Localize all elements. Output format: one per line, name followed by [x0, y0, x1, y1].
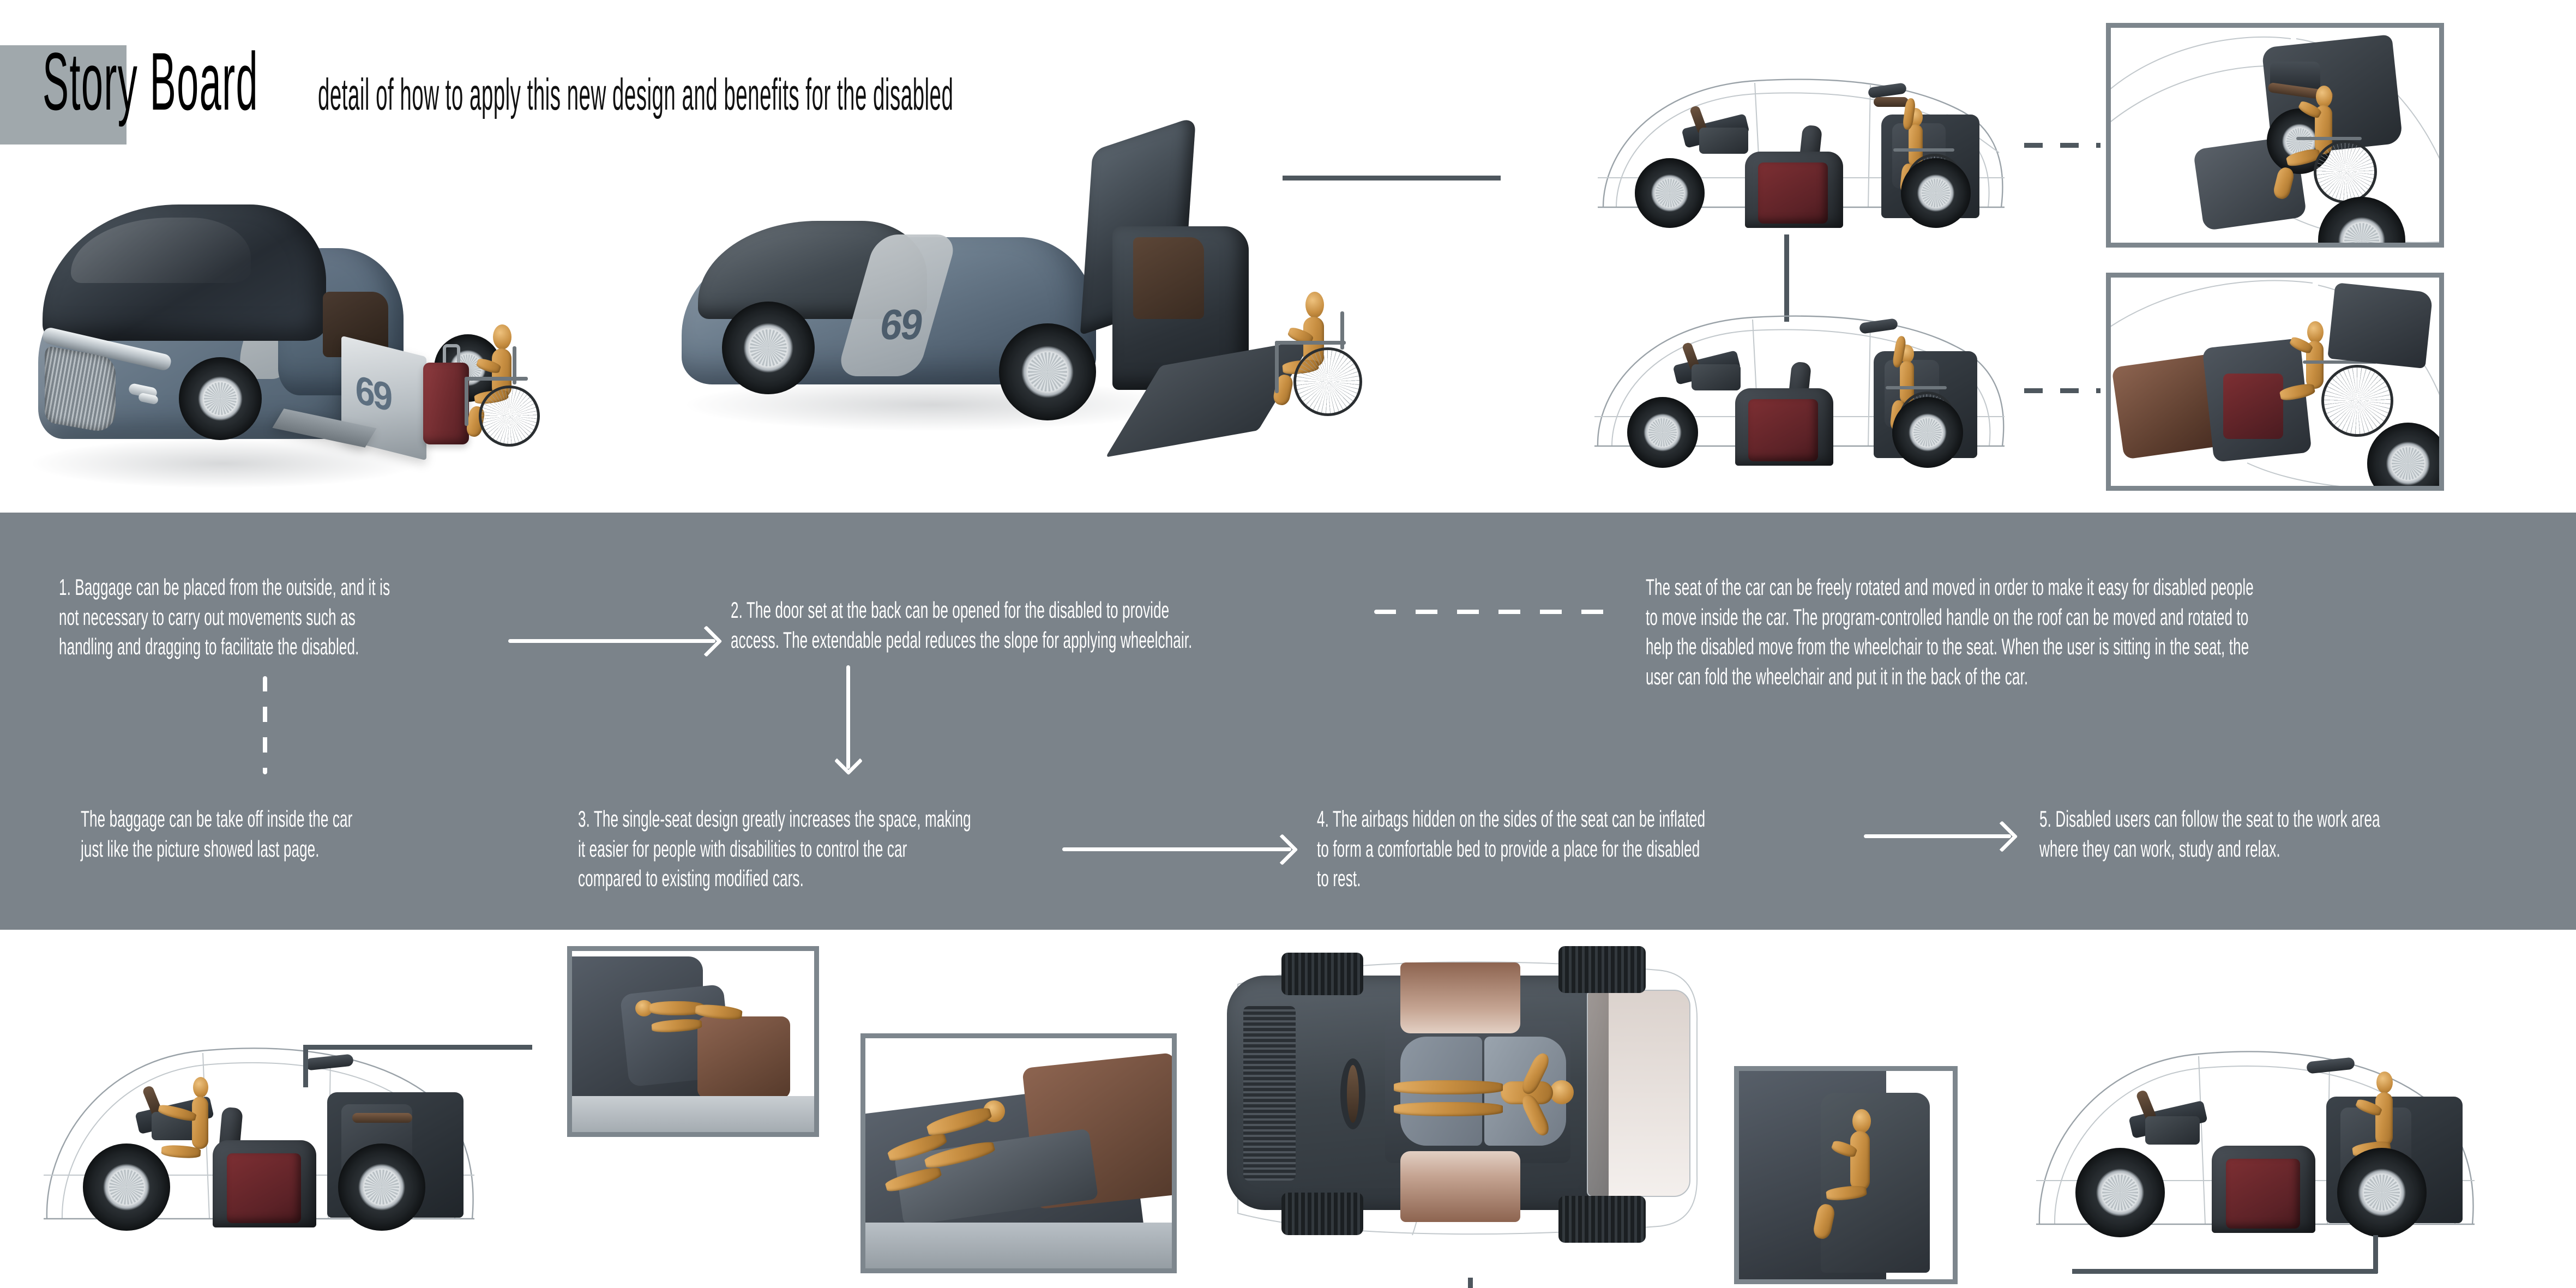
render-ghost-work-area [2018, 995, 2541, 1288]
dash-step2-to-seat [1374, 610, 1614, 614]
lead-dash-top-right-2 [2024, 388, 2100, 393]
explanation-panel: 1. Baggage can be placed from the outsid… [0, 513, 2576, 930]
step-4-text: 4. The airbags hidden on the sides of th… [1317, 806, 1706, 892]
detail-roof-handle-transfer [2106, 23, 2444, 248]
step-2-text: 2. The door set at the back can be opene… [731, 597, 1193, 653]
detail-wheelchair-folded-rear [2106, 273, 2444, 491]
page-title: Story Board [43, 35, 259, 127]
lead-line-top-vertical [1784, 234, 1789, 322]
page-subtitle: detail of how to apply this new design a… [318, 70, 954, 119]
arrow-step3-to-step4 [1062, 847, 1291, 851]
render-ghost-side-seat-forward [1565, 305, 2056, 491]
lead-line-bottom-3 [2072, 1269, 2378, 1274]
step-5-text: 5. Disabled users can follow the seat to… [2039, 806, 2380, 862]
title-swatch [0, 45, 127, 145]
detail-seat-reclined [567, 946, 819, 1137]
top-render-row: 69 69 [0, 0, 2576, 513]
lead-line-bottom-1a [303, 1045, 532, 1050]
step-3-text: 3. The single-seat design greatly increa… [578, 806, 971, 892]
render-ghost-driving-position [22, 1001, 502, 1284]
arrow-step4-to-step5 [1864, 834, 2011, 838]
lead-dash-top-right-1 [2024, 143, 2100, 148]
lead-line-bottom-3b [2373, 1235, 2378, 1273]
seat-maroon [1758, 162, 1828, 224]
car-number-badge: 69 [355, 367, 391, 420]
detail-work-area-seat [1734, 1066, 1958, 1284]
render-ghost-side-seat-rotated [1565, 71, 2056, 251]
arrow-step2-to-step3 [846, 665, 850, 769]
page-header: Story Board detail of how to apply this … [0, 0, 2576, 164]
render-top-view-bed [1205, 941, 1729, 1246]
step-1b-text: The baggage can be take off inside the c… [81, 806, 353, 862]
step-1-text: 1. Baggage can be placed from the outsid… [59, 574, 390, 660]
arrow-step1-to-step2 [508, 639, 715, 643]
render-car-exterior-front: 69 [22, 183, 567, 488]
lead-line-bottom-1b [303, 1045, 308, 1087]
render-car-rear-door-open: 69 [676, 116, 1363, 466]
car-number-badge-2: 69 [877, 300, 925, 348]
lead-line-top-1 [1283, 176, 1501, 180]
dash-step1-to-step1b [263, 676, 267, 774]
lead-line-bottom-2b [1468, 1278, 1473, 1288]
step-seat-text: The seat of the car can be freely rotate… [1646, 574, 2254, 689]
wheelchair-wheel [479, 386, 540, 447]
bottom-render-row [0, 930, 2576, 1288]
detail-bed-mode [860, 1033, 1177, 1273]
title-row: Story Board detail of how to apply this … [43, 40, 1670, 122]
suitcase [423, 363, 469, 444]
